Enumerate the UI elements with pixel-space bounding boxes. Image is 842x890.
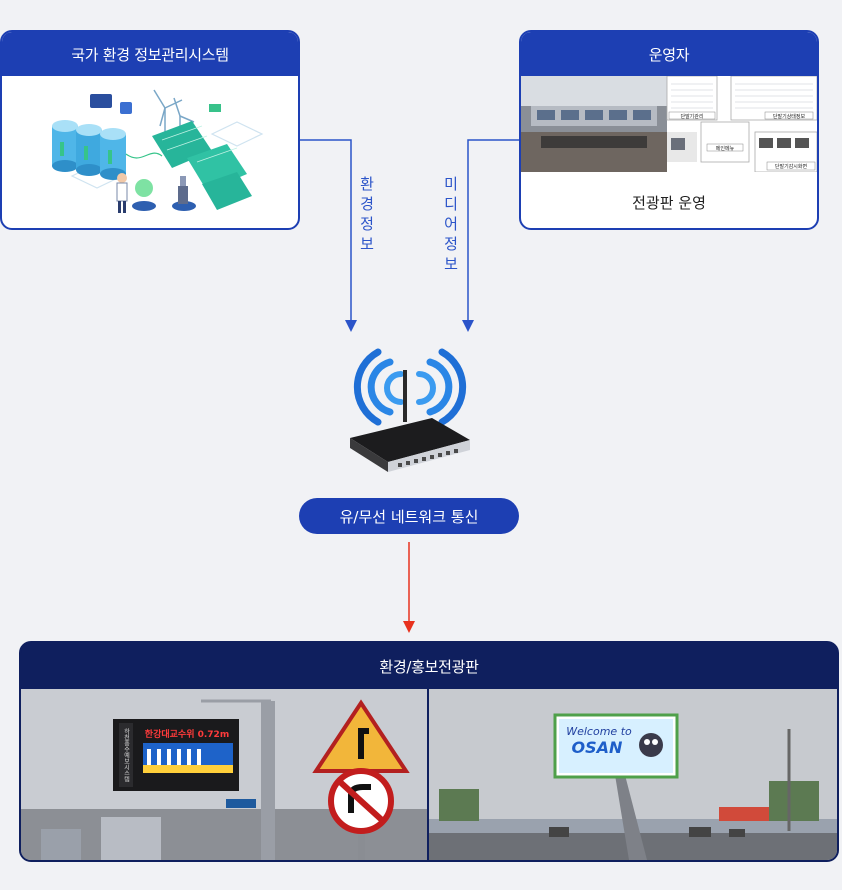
- screen-label-4: 단말기감시화면: [775, 163, 808, 170]
- left-sign-headline: 한강대교수위 0.72m: [145, 728, 229, 740]
- operator-card: 운영자 단말기관리 단말기상태정보 메인메: [519, 30, 819, 230]
- battery-icon: [52, 120, 126, 180]
- chart-badge-icon: [90, 94, 112, 108]
- right-sign-line2: OSAN: [572, 738, 624, 757]
- person-icon: [116, 173, 128, 213]
- operator-caption: 전광판 운영: [632, 194, 706, 212]
- left-sign-side-text: 하천홍수예보시스템: [123, 727, 130, 782]
- nems-title: 국가 환경 정보관리시스템: [2, 32, 298, 76]
- network-label: 유/무선 네트워크 통신: [299, 498, 519, 534]
- media-info-label: 미디어정보: [444, 175, 458, 273]
- env-info-arrow: [300, 139, 357, 332]
- robot-icon: [132, 176, 196, 211]
- operator-photo-collage: 단말기관리 단말기상태정보 메인메뉴 단말기감시화면: [521, 76, 817, 172]
- wifi-router-icon: [350, 348, 470, 472]
- screen-label-1: 단말기관리: [680, 113, 703, 120]
- env-info-label: 환경정보: [360, 175, 374, 253]
- nems-card: 국가 환경 정보관리시스템: [0, 30, 300, 230]
- screen-label-2: 단말기상태정보: [773, 113, 806, 120]
- billboard-title: 환경/홍보전광판: [21, 643, 837, 689]
- solar-panel-icon: [152, 121, 252, 210]
- wind-turbine-icon: [153, 89, 195, 156]
- nems-illustration: [52, 89, 264, 213]
- river-level-sign-photo: 하천홍수예보시스템 한강대교수위 0.72m: [21, 689, 427, 860]
- welcome-osan-billboard-photo: Welcome to OSAN: [429, 689, 837, 860]
- operator-title: 운영자: [521, 32, 817, 76]
- screen-label-3: 메인메뉴: [716, 145, 735, 152]
- media-info-arrow: [462, 139, 519, 332]
- right-sign-line1: Welcome to: [566, 725, 632, 738]
- billboard-card: 환경/홍보전광판 하천홍수예보시스템 한강대교수위 0.72m: [19, 641, 839, 862]
- mascot-icon: [639, 733, 663, 757]
